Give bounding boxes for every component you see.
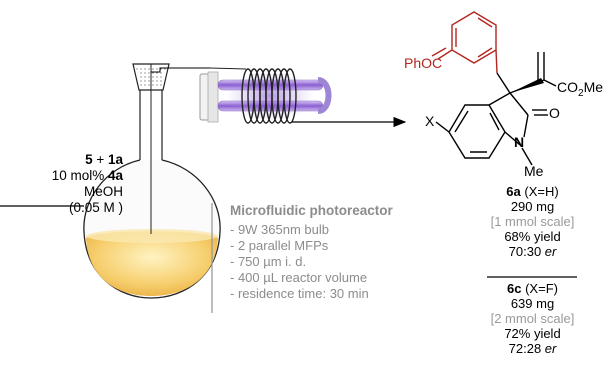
result-yield: 72% yield <box>504 326 561 341</box>
plus-sign: + <box>92 152 108 167</box>
co2me-subscript: 2 <box>578 87 584 99</box>
atom-label-phoc: PhOC <box>404 55 443 71</box>
result-scale: [1 mmol scale] <box>490 214 575 229</box>
atom-label-x: X <box>425 113 435 129</box>
conditions-block: 5 + 1a 10 mol% 4a MeOH (0.05 M ) <box>33 152 123 216</box>
conditions-solvent: MeOH <box>83 184 123 199</box>
co2me-part: CO <box>557 79 578 95</box>
conditions-catalyst: 10 mol% 4a <box>33 168 123 184</box>
uv-lamp <box>199 70 332 123</box>
er-label: er <box>544 341 557 356</box>
result-er: 70:30 er <box>470 244 595 259</box>
result-er: 72:28 er <box>470 341 595 356</box>
result-6a: 6a (X=H) 290 mg [1 mmol scale] 68% yield… <box>470 184 595 259</box>
catalyst-4a: 4a <box>107 168 123 183</box>
reactor-spec-item: - 9W 365nm bulb <box>230 222 329 237</box>
catalyst-loading: 10 mol% <box>51 168 108 183</box>
product-structure <box>431 11 557 166</box>
compound-id: 6a <box>506 184 521 199</box>
benzoyl-phenyl-ring <box>431 11 497 64</box>
atom-label-co2me: CO2Me <box>557 79 603 99</box>
result-mass: 639 mg <box>510 296 555 311</box>
result-6c: 6c (X=F) 639 mg [2 mmol scale] 72% yield… <box>470 281 595 356</box>
reactor-spec-item: - residence time: 30 min <box>230 286 369 301</box>
result-scale: [2 mmol scale] <box>490 311 575 326</box>
result-compound: 6c (X=F) <box>470 281 595 296</box>
microfluidic-coil <box>241 68 297 124</box>
conditions-concentration: (0.05 M ) <box>68 200 123 215</box>
result-yield: 68% yield <box>504 229 561 244</box>
atom-label-o: O <box>549 105 560 121</box>
compound-substituent: (X=H) <box>520 184 559 199</box>
reactor-spec-item: - 750 µm i. d. <box>230 254 307 269</box>
reactor-spec-list: - 9W 365nm bulb - 2 parallel MFPs - 750 … <box>230 222 369 302</box>
atom-label-n: N <box>514 134 525 150</box>
reagent-1a: 1a <box>107 152 123 167</box>
er-value: 72:28 <box>508 341 545 356</box>
result-compound: 6a (X=H) <box>470 184 595 199</box>
er-value: 70:30 <box>508 244 545 259</box>
reaction-solution <box>86 231 218 296</box>
reactor-title: Microfluidic photoreactor <box>230 203 393 218</box>
result-mass: 290 mg <box>510 199 555 214</box>
reactor-spec-item: - 400 µL reactor volume <box>230 270 368 285</box>
co2me-part: Me <box>583 79 604 95</box>
er-label: er <box>544 244 557 259</box>
reactor-spec-item: - 2 parallel MFPs <box>230 238 329 253</box>
reagent-5: 5 <box>85 152 93 167</box>
atom-label-me: Me <box>524 163 544 179</box>
compound-substituent: (X=F) <box>521 281 558 296</box>
conditions-reagents: 5 + 1a <box>33 152 123 168</box>
compound-id: 6c <box>507 281 522 296</box>
